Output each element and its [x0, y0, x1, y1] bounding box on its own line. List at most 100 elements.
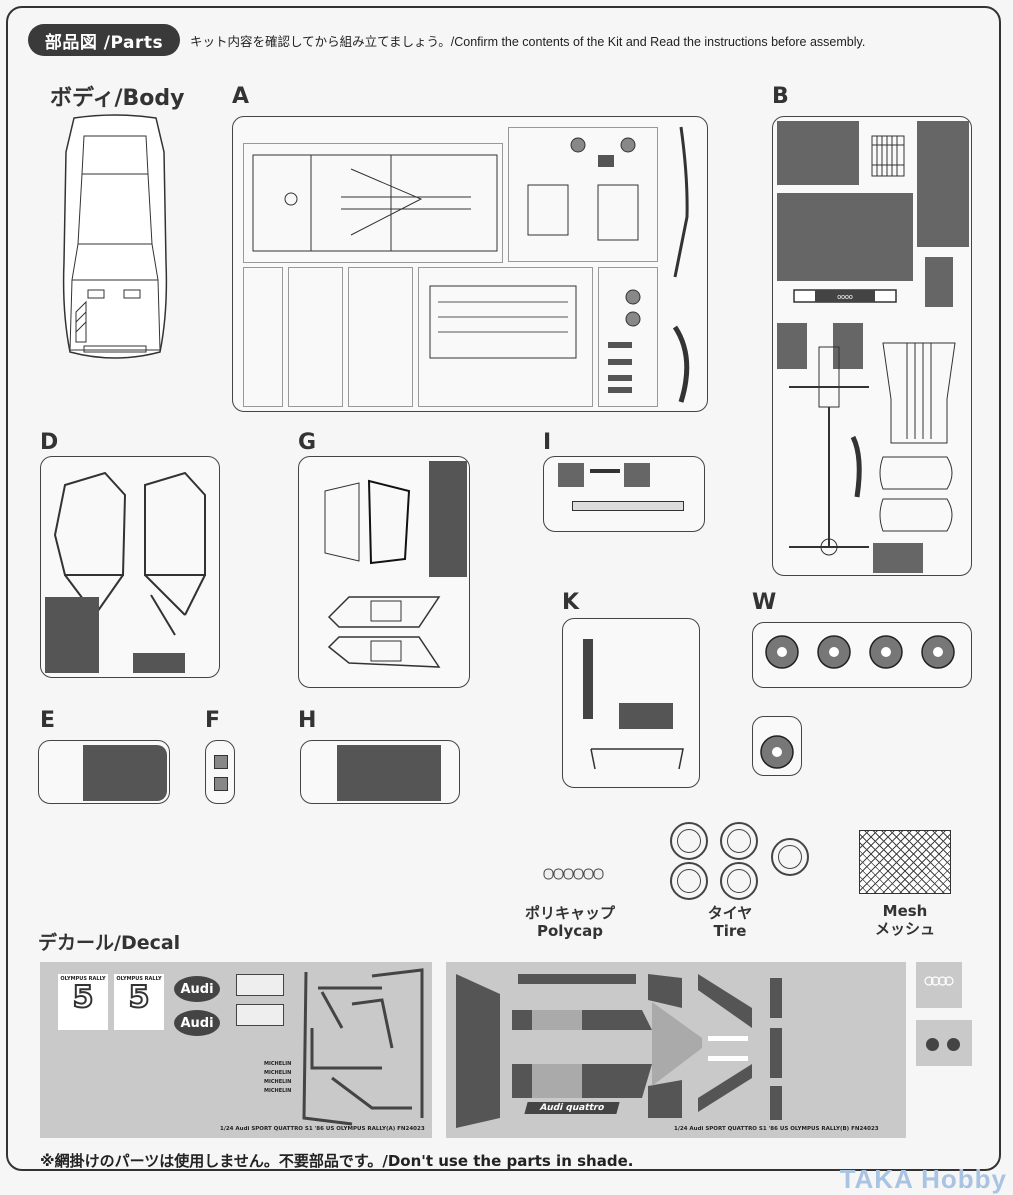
sprue-g-label: G: [298, 430, 317, 455]
sprue-a-suspension: [508, 127, 658, 262]
sprue-a-chassis: [243, 143, 503, 263]
sprue-i-shade-2: [624, 463, 650, 487]
shocks-drawing: [608, 289, 641, 393]
audi-rings-icon: [924, 976, 954, 986]
tire-caption: タイヤ Tire: [690, 904, 770, 940]
sprue-f: [205, 740, 235, 804]
decal-label: デカール/Decal: [38, 932, 181, 954]
decal-sheet-lights: [916, 1020, 972, 1066]
sprue-b-shade-3: [777, 193, 913, 281]
sprue-b-label: B: [772, 84, 789, 109]
sprue-k: [562, 618, 700, 788]
seats-drawing: [879, 456, 953, 532]
sprue-e-shade: [83, 745, 167, 801]
tire-label-jp: タイヤ: [707, 904, 753, 922]
michelin-decals: MICHELIN MICHELIN MICHELIN MICHELIN: [264, 1060, 291, 1096]
michelin-1: MICHELIN: [264, 1061, 292, 1067]
polycap-label-jp: ポリキャップ: [524, 904, 615, 922]
race-number-plate-1: OLYMPUS RALLY 5: [58, 974, 108, 1030]
window-trim-decals: [302, 968, 424, 1126]
sprue-f-part-2: [214, 777, 228, 791]
sprue-k-shade: [619, 703, 673, 729]
sprue-a-door-right: [348, 267, 413, 407]
tire-4: [720, 862, 758, 900]
sprue-b-shade-2: [917, 121, 969, 247]
michelin-2: MICHELIN: [264, 1070, 292, 1076]
body-label: ボディ/Body: [50, 86, 185, 111]
decal-sheet-b: Audi quattro 1/24 Audi SPORT QUATTRO S1 …: [446, 962, 906, 1138]
svg-text:oooo: oooo: [837, 294, 853, 301]
sprue-h: [300, 740, 460, 804]
sprue-a: [232, 116, 708, 412]
intro-text: キット内容を確認してから組み立てましょう。/Confirm the conten…: [190, 35, 866, 49]
body-drawing: [62, 114, 168, 359]
sprue-k-intercooler: [583, 639, 593, 719]
sprue-i-light-bar: [572, 501, 684, 511]
rear-wing-drawing: [590, 748, 684, 770]
sprue-a-engine: [418, 267, 593, 407]
sprue-e-label: E: [40, 708, 56, 733]
mesh-label-jp: メッシュ: [874, 920, 935, 938]
tire-1: [670, 822, 708, 860]
sprue-h-shade: [337, 745, 441, 801]
decal-sheet-b-footer: 1/24 Audi SPORT QUATTRO S1 '86 US OLYMPU…: [674, 1126, 879, 1132]
michelin-3: MICHELIN: [264, 1079, 292, 1085]
sprue-k-label: K: [562, 590, 580, 615]
parts-title-badge: 部品図 /Parts: [28, 24, 180, 56]
sprue-b-shade-7: [873, 543, 923, 573]
roll-cage-drawing: [53, 471, 206, 636]
sprue-a-label: A: [232, 84, 250, 109]
sprue-i: [543, 456, 705, 532]
sprue-f-label: F: [205, 708, 221, 733]
decal-sheet-a-footer: 1/24 Audi SPORT QUATTRO S1 '86 US OLYMPU…: [220, 1126, 425, 1132]
drivetrain-drawing: [789, 346, 869, 556]
sprue-g: [298, 456, 470, 688]
tire-3: [670, 862, 708, 900]
polycap-caption: ポリキャップ Polycap: [520, 904, 620, 940]
number-plate-header-1: OLYMPUS RALLY: [60, 976, 106, 982]
sprue-b-shade-4: [925, 257, 953, 307]
watermark: TAKA Hobby: [839, 1164, 1007, 1194]
side-windows-drawing: [327, 596, 441, 668]
tire-2: [720, 822, 758, 860]
page-frame: [6, 6, 1001, 1171]
sprue-i-shade-1: [558, 463, 584, 487]
number-plate-header-2: OLYMPUS RALLY: [116, 976, 162, 982]
mesh-label-en: Mesh: [882, 902, 928, 920]
polycap-drawing: [543, 868, 604, 880]
sprue-d-shade-2: [133, 653, 185, 673]
race-number-2: 5: [128, 980, 151, 1015]
sprue-h-label: H: [298, 708, 317, 733]
race-number-plate-2: OLYMPUS RALLY 5: [114, 974, 164, 1030]
light-dot-2: [947, 1038, 960, 1051]
sprue-a-long-parts: [672, 126, 690, 403]
audi-logo-1: Audi: [174, 976, 220, 1002]
sprue-d: [40, 456, 220, 678]
light-dot-1: [926, 1038, 939, 1051]
sprue-a-shocks: [598, 267, 658, 407]
decal-sheet-a: OLYMPUS RALLY 5 OLYMPUS RALLY 5 Audi Aud…: [40, 962, 432, 1138]
rally-plate-2: [236, 1004, 284, 1026]
audi-quattro-logo: Audi quattro: [524, 1102, 620, 1114]
fuel-tank-drawing: [882, 342, 956, 444]
mesh-caption: Mesh メッシュ: [860, 902, 950, 938]
polycap-label-en: Polycap: [537, 922, 603, 940]
suspension-drawing: [527, 137, 639, 241]
wheels-drawing: [760, 635, 955, 769]
radiator-grille-drawing: [871, 135, 905, 177]
sprue-f-part-1: [214, 755, 228, 769]
audi-logo-2: Audi: [174, 1010, 220, 1036]
sprue-i-bar: [590, 469, 620, 473]
sprue-e: [38, 740, 170, 804]
sprue-b-shade-1: [777, 121, 859, 185]
sprue-d-shade-1: [45, 597, 99, 673]
livery-decals: [456, 974, 782, 1128]
race-number-1: 5: [72, 980, 95, 1015]
sprue-a-door-left: [288, 267, 343, 407]
sprue-b-shade-5: [777, 323, 807, 369]
sprue-g-shade: [429, 461, 467, 577]
tire-5: [771, 838, 809, 876]
windows-drawing: [324, 479, 411, 565]
sprue-w-label: W: [752, 590, 777, 615]
mesh-sheet: [859, 830, 951, 894]
